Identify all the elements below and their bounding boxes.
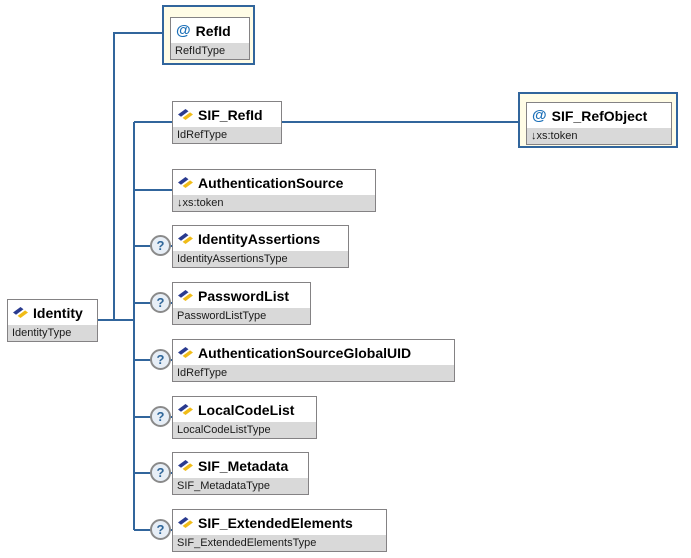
attribute-container-sif-refobject: @ SIF_RefObject ↓xs:token [518, 92, 678, 148]
node-label: SIF_RefObject [551, 107, 648, 124]
node-type: SIF_ExtendedElementsType [173, 535, 386, 551]
node-type: LocalCodeListType [173, 422, 316, 438]
node-refid[interactable]: @ RefId RefIdType [170, 17, 250, 60]
node-sif-metadata[interactable]: SIF_Metadata SIF_MetadataType [172, 452, 309, 495]
attribute-icon: @ [176, 22, 191, 39]
node-type: RefIdType [171, 43, 249, 59]
optional-indicator: ? [150, 519, 171, 540]
node-label: SIF_ExtendedElements [198, 514, 353, 531]
element-icon [178, 109, 193, 120]
question-icon: ? [156, 238, 165, 253]
element-icon [13, 307, 28, 318]
optional-indicator: ? [150, 235, 171, 256]
node-label: AuthenticationSourceGlobalUID [198, 344, 412, 361]
node-label: SIF_RefId [198, 106, 263, 123]
node-sif-refobject[interactable]: @ SIF_RefObject ↓xs:token [526, 102, 672, 145]
question-icon: ? [156, 465, 165, 480]
question-icon: ? [156, 352, 165, 367]
node-identity[interactable]: Identity IdentityType [7, 299, 98, 342]
node-sif-extendedelements[interactable]: SIF_ExtendedElements SIF_ExtendedElement… [172, 509, 387, 552]
node-label: LocalCodeList [198, 401, 295, 418]
node-sif-refid[interactable]: SIF_RefId IdRefType [172, 101, 282, 144]
wire-to-refid [113, 32, 162, 320]
question-icon: ? [156, 522, 165, 537]
element-icon [178, 347, 193, 358]
node-type: ↓xs:token [527, 128, 671, 144]
node-label: Identity [33, 304, 83, 321]
element-icon [178, 460, 193, 471]
optional-indicator: ? [150, 349, 171, 370]
node-localcodelist[interactable]: LocalCodeList LocalCodeListType [172, 396, 317, 439]
node-label: IdentityAssertions [198, 230, 321, 247]
attribute-container-refid: @ RefId RefIdType [162, 5, 255, 65]
node-passwordlist[interactable]: PasswordList PasswordListType [172, 282, 311, 325]
node-type: PasswordListType [173, 308, 310, 324]
node-type: SIF_MetadataType [173, 478, 308, 494]
optional-indicator: ? [150, 406, 171, 427]
node-type: IdentityType [8, 325, 97, 341]
element-icon [178, 177, 193, 188]
optional-indicator: ? [150, 292, 171, 313]
element-icon [178, 233, 193, 244]
element-icon [178, 290, 193, 301]
node-label: RefId [195, 22, 231, 39]
node-authsourceglobaluid[interactable]: AuthenticationSourceGlobalUID IdRefType [172, 339, 455, 382]
node-type: IdentityAssertionsType [173, 251, 348, 267]
node-type: ↓xs:token [173, 195, 375, 211]
question-icon: ? [156, 409, 165, 424]
node-type: IdRefType [173, 365, 454, 381]
attribute-icon: @ [532, 107, 547, 124]
node-label: AuthenticationSource [198, 174, 344, 191]
question-icon: ? [156, 295, 165, 310]
optional-indicator: ? [150, 462, 171, 483]
element-icon [178, 404, 193, 415]
node-label: PasswordList [198, 287, 290, 304]
node-authenticationsource[interactable]: AuthenticationSource ↓xs:token [172, 169, 376, 212]
node-label: SIF_Metadata [198, 457, 289, 474]
node-type: IdRefType [173, 127, 281, 143]
node-identityassertions[interactable]: IdentityAssertions IdentityAssertionsTyp… [172, 225, 349, 268]
element-icon [178, 517, 193, 528]
